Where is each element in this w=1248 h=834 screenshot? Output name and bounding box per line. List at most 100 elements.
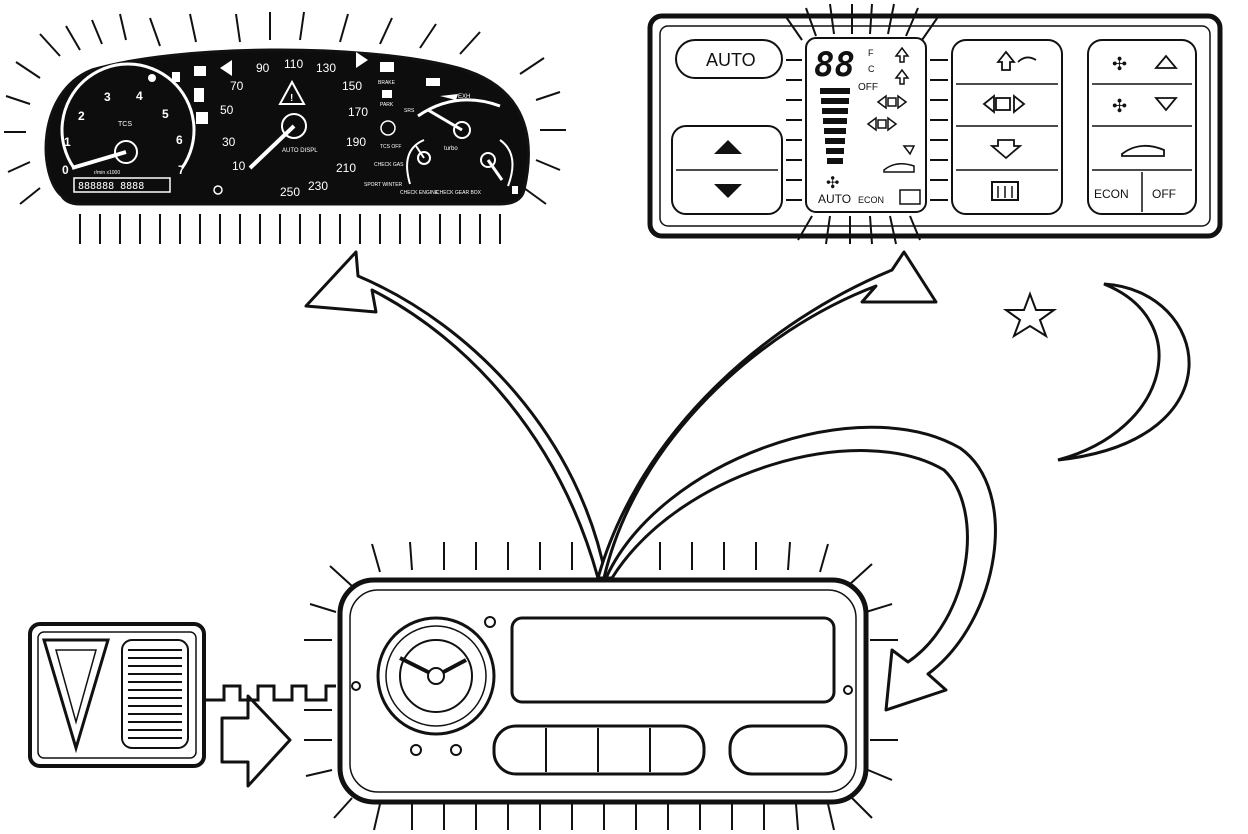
oil-icon [440, 94, 458, 100]
instrument-cluster: 0 1 2 3 4 5 6 7 TCS r/min x1000 888888 8… [4, 11, 566, 244]
speed-num-70: 70 [230, 79, 244, 93]
odometer-value: 888888 8888 [78, 181, 144, 192]
speed-num-250: 250 [280, 185, 300, 199]
arrow-to-cluster [304, 250, 608, 580]
tach-num-0: 0 [62, 163, 69, 177]
arrow-down-icon[interactable] [714, 184, 742, 198]
econ-button[interactable]: ECON [1094, 187, 1129, 201]
tach-caption: TCS [118, 121, 132, 128]
speed-num-30: 30 [222, 135, 236, 149]
odometer-box [73, 177, 171, 193]
rear-defrost-icon [991, 181, 1019, 201]
arrow-up-icon[interactable] [714, 140, 742, 154]
off-button-label: OFF [1152, 187, 1176, 201]
fan-speed-bars [820, 88, 850, 164]
off-button[interactable]: OFF [1152, 187, 1176, 201]
speed-num-130: 130 [316, 61, 336, 75]
indicator-sport-winter: SPORT WINTER [364, 182, 403, 188]
control-unit-button-row [492, 724, 848, 776]
svg-text:!: ! [290, 93, 293, 104]
display-off: OFF [858, 82, 878, 93]
tach-num-6: 6 [176, 133, 183, 147]
cluster-glow-rays [4, 11, 566, 244]
screw [351, 681, 361, 691]
indicator-brake: BRAKE [378, 80, 396, 86]
high-beam-icon [380, 62, 394, 72]
fan-icon: ✣ [1112, 54, 1127, 74]
recirculation-button[interactable] [1121, 144, 1165, 157]
tach-num-3: 3 [104, 90, 111, 104]
sensor-grille [121, 639, 189, 749]
windshield-defrost-button[interactable] [996, 50, 1037, 71]
cluster-indicator-icons-left [148, 60, 232, 124]
speed-num-170: 170 [348, 105, 368, 119]
fuel-icon [512, 186, 518, 194]
bi-level-vent-button[interactable] [982, 94, 1026, 114]
control-unit-button[interactable] [728, 724, 848, 776]
turn-left-icon [220, 60, 232, 76]
climate-control-panel: AUTO 8 [647, 3, 1223, 245]
speed-num-210: 210 [336, 161, 356, 175]
rear-defrost-button[interactable] [991, 181, 1019, 201]
temperature-rocker[interactable] [671, 125, 783, 215]
speed-num-110: 110 [284, 57, 303, 71]
foglight-icon [172, 72, 180, 82]
signal-arrow-icon [220, 694, 292, 788]
tach-needle [71, 150, 127, 170]
fan-up-button[interactable]: ✣ [1112, 54, 1178, 74]
clock-icon [376, 616, 496, 736]
display-rear-defrost-icon [899, 189, 921, 205]
light-sensor [28, 622, 336, 768]
fan-down-button[interactable]: ✣ [1112, 96, 1178, 116]
airbag-icon [196, 112, 208, 124]
tach-num-7: 7 [178, 163, 185, 177]
indicator-srs: SRS [404, 108, 415, 114]
arrow-to-climate [596, 250, 938, 580]
star-icon [1002, 291, 1058, 339]
speed-num-90: 90 [256, 61, 270, 75]
boost-gauge: EXH turbo [406, 94, 518, 194]
boost-caption: turbo [444, 146, 458, 152]
speedometer: 10 30 50 70 90 110 130 150 170 190 210 2… [213, 57, 368, 199]
display-digits: 88 [814, 45, 855, 85]
speed-num-50: 50 [220, 103, 234, 117]
windshield-defrost-icon [996, 50, 1016, 71]
screw [410, 744, 422, 756]
cluster-indicators-right: BRAKE PARK SRS TCS OFF CHECK GAS SPORT W… [356, 52, 482, 196]
trip-reset-knob [213, 185, 223, 195]
speed-num-230: 230 [308, 179, 328, 193]
speed-num-10: 10 [232, 159, 246, 173]
arrow-down-icon [1154, 97, 1178, 112]
fan-control-buttons: ✣ ✣ ECON OFF [1087, 39, 1197, 215]
screw [843, 685, 853, 695]
control-unit [304, 541, 898, 831]
auto-button[interactable]: AUTO [675, 39, 783, 79]
warning-triangle-icon [278, 79, 306, 105]
climate-display: 88 F C OFF ✣ AUTO ECON [805, 37, 927, 213]
tach-small-label: r/min x1000 [94, 170, 120, 176]
econ-button-label: ECON [1094, 187, 1129, 201]
moon-icon [1057, 282, 1191, 462]
indicator-check-engine: CHECK ENGINE [400, 190, 439, 196]
display-glow-rays [783, 3, 948, 245]
air-distribution-buttons [951, 39, 1063, 215]
arrow-to-control-unit [604, 425, 997, 712]
display-unit-f: F [868, 48, 874, 58]
display-fan-icon: ✣ [826, 175, 839, 192]
park-brake-icon [382, 90, 392, 98]
indicator-check-gearbox: CHECK GEAR BOX [436, 190, 482, 196]
tach-num-1: 1 [64, 135, 71, 149]
battery-icon [426, 78, 440, 86]
floor-vent-button[interactable] [989, 139, 1023, 160]
indicator-check-gas: CHECK GAS [374, 162, 404, 168]
display-econ: ECON [858, 195, 884, 205]
signal-arrows [220, 250, 997, 788]
tcs-lamp-icon [380, 120, 396, 136]
screw [450, 744, 462, 756]
display-unit-c: C [868, 64, 875, 74]
speed-num-150: 150 [342, 79, 362, 93]
screw [484, 616, 496, 628]
door-open-icon [194, 66, 206, 76]
auto-button-label: AUTO [706, 50, 756, 70]
